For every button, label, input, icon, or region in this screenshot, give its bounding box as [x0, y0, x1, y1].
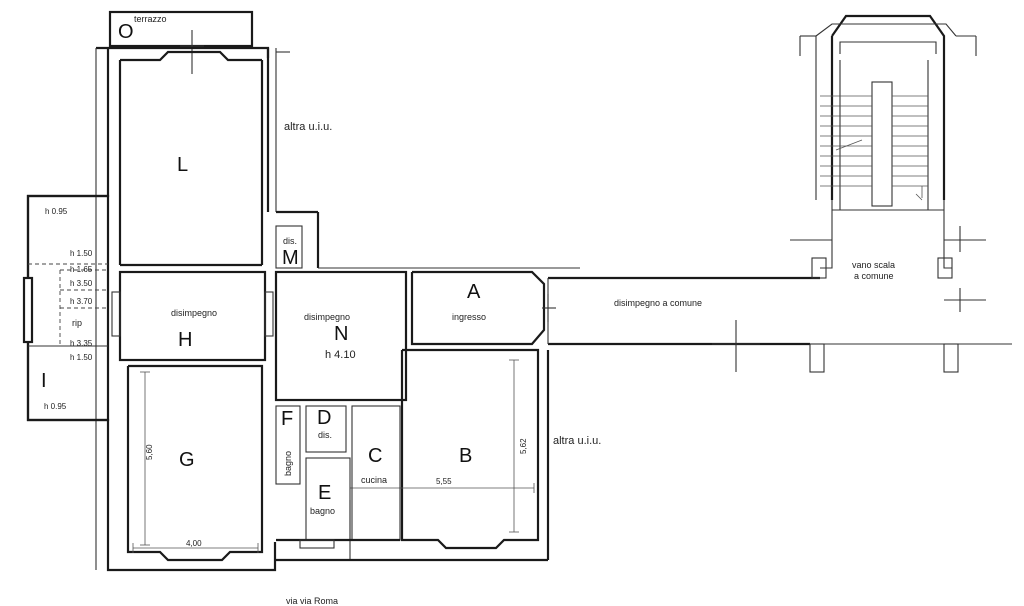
room-b — [349, 348, 540, 550]
room-label-c: C — [368, 445, 382, 467]
room-label-f: F — [281, 408, 293, 430]
label-disimpegno-comune: disimpegno a comune — [614, 298, 702, 308]
height-150a: h 1.50 — [70, 249, 93, 258]
height-top: h 0.95 — [45, 207, 68, 216]
label-bagno-e: bagno — [310, 506, 335, 516]
label-street: via via Roma — [286, 596, 338, 606]
bottom-wall — [275, 350, 550, 562]
room-label-i: I — [41, 370, 47, 392]
left-annex — [22, 194, 110, 422]
room-label-g: G — [179, 449, 195, 471]
dim-g-height: 5,60 — [145, 444, 154, 460]
room-m — [275, 225, 303, 269]
room-label-h: H — [178, 329, 192, 351]
label-dis-m: dis. — [283, 236, 297, 246]
label-altra-top: altra u.i.u. — [284, 121, 332, 133]
room-label-e: E — [318, 482, 331, 504]
staircase — [790, 14, 1012, 345]
room-label-d: D — [317, 407, 331, 429]
room-h — [111, 270, 274, 362]
stair-steps — [820, 95, 928, 201]
label-rip: rip — [72, 318, 82, 328]
room-a — [410, 270, 556, 346]
label-altra-mid: altra u.i.u. — [553, 435, 601, 447]
dim-b-height: 5,62 — [519, 438, 528, 454]
label-bagno-f: bagno — [283, 451, 293, 476]
room-label-o: O — [118, 21, 134, 43]
label-terrazzo: terrazzo — [134, 14, 167, 24]
common-corridor — [547, 276, 1010, 373]
outer-walls — [26, 46, 580, 572]
label-dis-d: dis. — [318, 430, 332, 440]
room-label-l: L — [177, 154, 188, 176]
room-n — [274, 270, 408, 402]
room-label-b: B — [459, 445, 472, 467]
room-label-a: A — [467, 281, 481, 303]
height-bottom: h 0.95 — [44, 402, 67, 411]
label-cucina: cucina — [361, 475, 387, 485]
label-vano-scala-2: a comune — [854, 271, 894, 281]
dim-b-width: 5,55 — [436, 477, 452, 486]
label-h-n: h 4.10 — [325, 349, 356, 361]
height-370: h 3.70 — [70, 297, 93, 306]
height-350: h 3.50 — [70, 279, 93, 288]
height-335: h 3.35 — [70, 339, 93, 348]
height-150b: h 1.50 — [70, 353, 93, 362]
rooms-service — [275, 405, 401, 560]
room-label-n: N — [334, 323, 348, 345]
room-g — [126, 364, 264, 562]
dim-g-width: 4,00 — [186, 539, 202, 548]
label-vano-scala-1: vano scala — [852, 260, 895, 270]
height-165: h 1.65 — [70, 265, 93, 274]
label-disimpegno-h: disimpegno — [171, 308, 217, 318]
room-label-m: M — [282, 247, 299, 269]
label-disimpegno-n: disimpegno — [304, 312, 350, 322]
label-ingresso: ingresso — [452, 312, 486, 322]
